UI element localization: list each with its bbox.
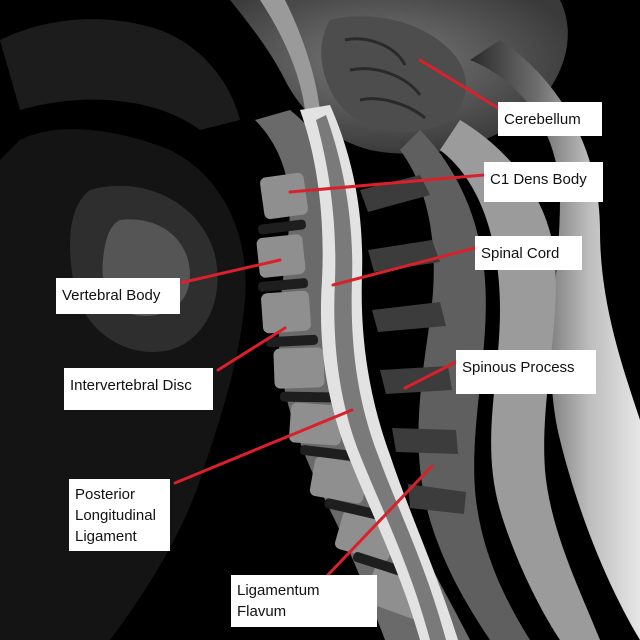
label-intervertebral-disc: Intervertebral Disc — [64, 368, 213, 410]
vertebral-column — [255, 110, 470, 640]
spinal-canal — [300, 105, 458, 640]
pointer-spinal-cord — [331, 246, 477, 287]
pointer-cerebellum — [418, 58, 500, 110]
pointer-spinous-process — [403, 360, 458, 390]
pointer-pll — [173, 408, 354, 485]
label-ligamentum-flavum: Ligamentum Flavum — [231, 575, 377, 627]
pointer-ligamentum-flavum — [323, 464, 434, 580]
label-vertebral-body: Vertebral Body — [56, 278, 180, 314]
label-cerebellum: Cerebellum — [498, 102, 602, 136]
pointer-c1-dens-body — [288, 173, 486, 194]
pointer-lines — [173, 58, 500, 580]
pointer-vertebral-body — [178, 258, 282, 285]
label-spinous-process: Spinous Process — [456, 350, 596, 394]
label-spinal-cord: Spinal Cord — [475, 236, 582, 270]
label-posterior-longitudinal-ligament: Posterior Longitudinal Ligament — [69, 479, 170, 551]
label-c1-dens-body: C1 Dens Body — [484, 162, 603, 202]
pointer-intervertebral-disc — [216, 326, 287, 372]
posterior-elements — [360, 175, 466, 514]
